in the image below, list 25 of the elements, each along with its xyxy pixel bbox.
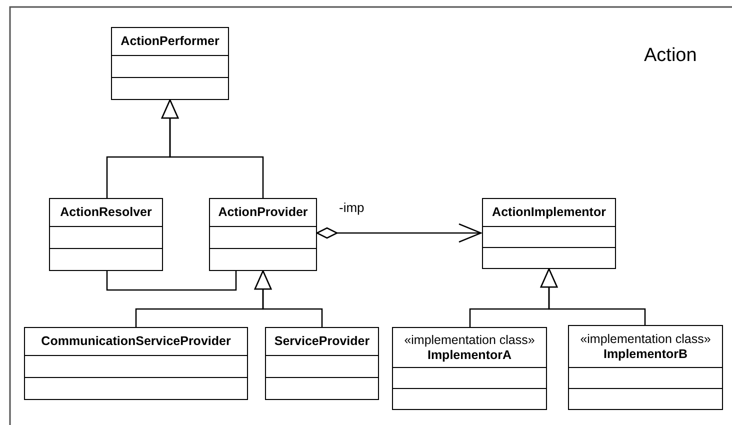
class-name: ImplementorB — [603, 346, 688, 362]
class-box — [209, 198, 317, 271]
class-name: ActionImplementor — [492, 205, 606, 220]
class-name: ActionProvider — [218, 205, 308, 220]
class-box — [24, 327, 248, 400]
stereotype-label: «implementation class» — [580, 332, 711, 346]
class-name: ImplementorA — [427, 348, 512, 362]
class-box — [265, 327, 379, 400]
class-box — [482, 198, 616, 269]
frame-name: Action — [644, 45, 697, 67]
class-box — [568, 325, 723, 410]
class-name: ActionResolver — [60, 205, 152, 220]
class-name: CommunicationServiceProvider — [41, 334, 231, 349]
class-name: ActionPerformer — [120, 34, 220, 49]
generalization-arrow — [316, 223, 482, 243]
generalization-arrow — [540, 268, 646, 325]
class-name: ServiceProvider — [274, 334, 370, 349]
stereotype-label: «implementation class» — [404, 332, 535, 348]
class-box — [392, 327, 547, 410]
edge-label: -imp — [338, 200, 366, 215]
generalization-arrow — [254, 270, 323, 327]
class-box — [111, 27, 229, 100]
generalization-arrow — [161, 99, 264, 198]
class-box — [49, 198, 163, 271]
association-line — [106, 271, 237, 291]
